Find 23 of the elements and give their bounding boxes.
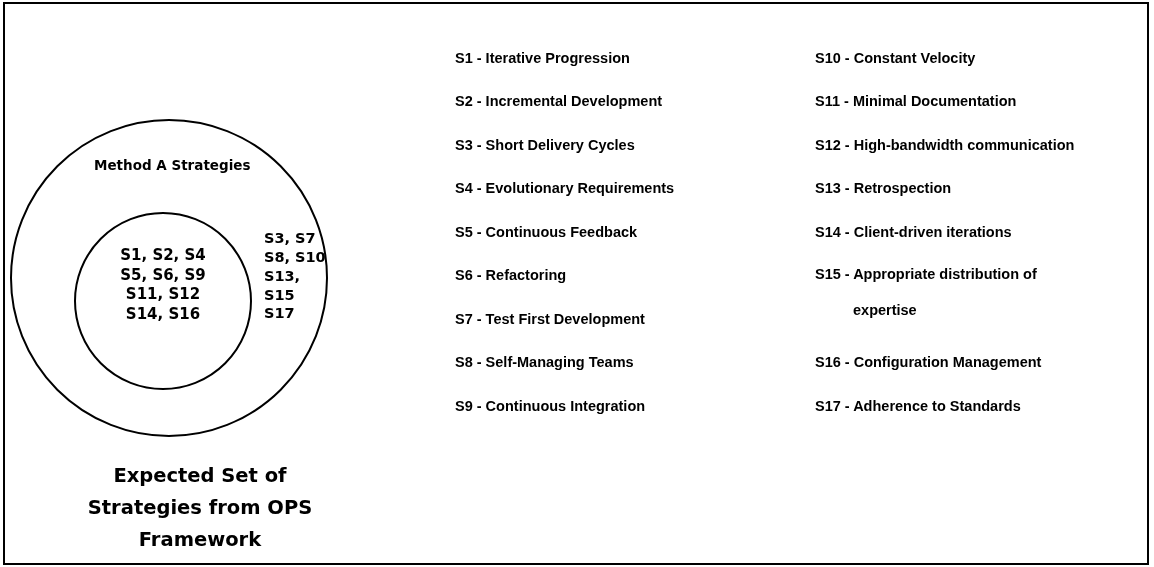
strategy-definition: S14 - Client-driven iterations	[815, 224, 1013, 240]
strategy-definition: S17 - Adherence to Standards	[815, 398, 1022, 414]
strategy-definition: S3 - Short Delivery Cycles	[455, 137, 636, 153]
strategy-definition: S2 - Incremental Development	[455, 93, 664, 109]
strategy-definition: S15 - Appropriate distribution of expertise	[815, 265, 1038, 320]
strategy-list: S1, S2, S4 S5, S6, S9 S11, S12 S14, S16	[110, 246, 216, 324]
strategy-definition: S5 - Continuous Feedback	[455, 224, 639, 240]
strategy-definition: S13 - Retrospection	[815, 180, 953, 196]
set-title: Method A Strategies	[94, 157, 252, 175]
strategy-list: S3, S7 S8, S10 S13, S15 S17	[264, 229, 326, 324]
strategy-definition: S10 - Constant Velocity	[815, 50, 977, 66]
strategy-definition: S4 - Evolutionary Requirements	[455, 180, 676, 196]
strategy-definition: S11 - Minimal Documentation	[815, 93, 1018, 109]
strategy-definition: S6 - Refactoring	[455, 267, 568, 283]
set-circle	[74, 212, 252, 390]
strategy-definition: S1 - Iterative Progression	[455, 50, 631, 66]
strategy-definition: S8 - Self-Managing Teams	[455, 354, 635, 370]
set-circle	[10, 119, 328, 437]
strategy-definition: S12 - High-bandwidth communication	[815, 137, 1076, 153]
strategy-definition: S7 - Test First Development	[455, 311, 646, 327]
strategy-definition: S9 - Continuous Integration	[455, 398, 647, 414]
strategy-definition: S16 - Configuration Management	[815, 354, 1043, 370]
set-caption: Expected Set of Strategies from OPS Framework	[86, 463, 314, 553]
